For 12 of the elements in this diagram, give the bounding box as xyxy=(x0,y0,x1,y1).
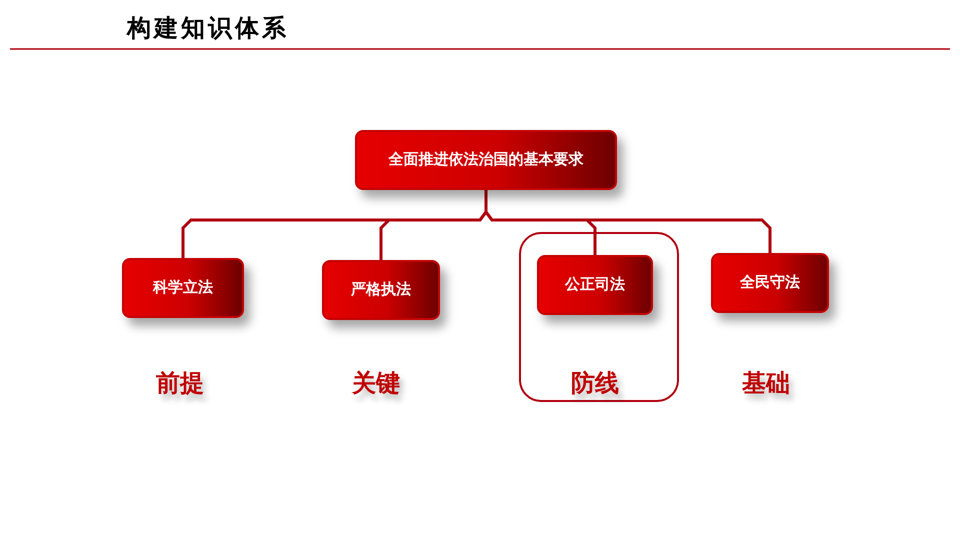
connector-line xyxy=(484,190,772,253)
role-label: 防线 xyxy=(571,368,619,399)
topic-box: 严格执法 xyxy=(322,260,440,320)
topic-box: 全民守法 xyxy=(711,253,829,313)
topic-box: 科学立法 xyxy=(122,258,244,318)
topic-box: 公正司法 xyxy=(537,255,653,315)
group-outline xyxy=(519,232,679,402)
topic-box: 全面推进依法治国的基本要求 xyxy=(355,130,617,190)
page-title: 构建知识体系 xyxy=(127,13,289,44)
role-label: 前提 xyxy=(156,368,204,399)
role-label: 基础 xyxy=(742,368,790,399)
role-label: 关键 xyxy=(352,368,400,399)
